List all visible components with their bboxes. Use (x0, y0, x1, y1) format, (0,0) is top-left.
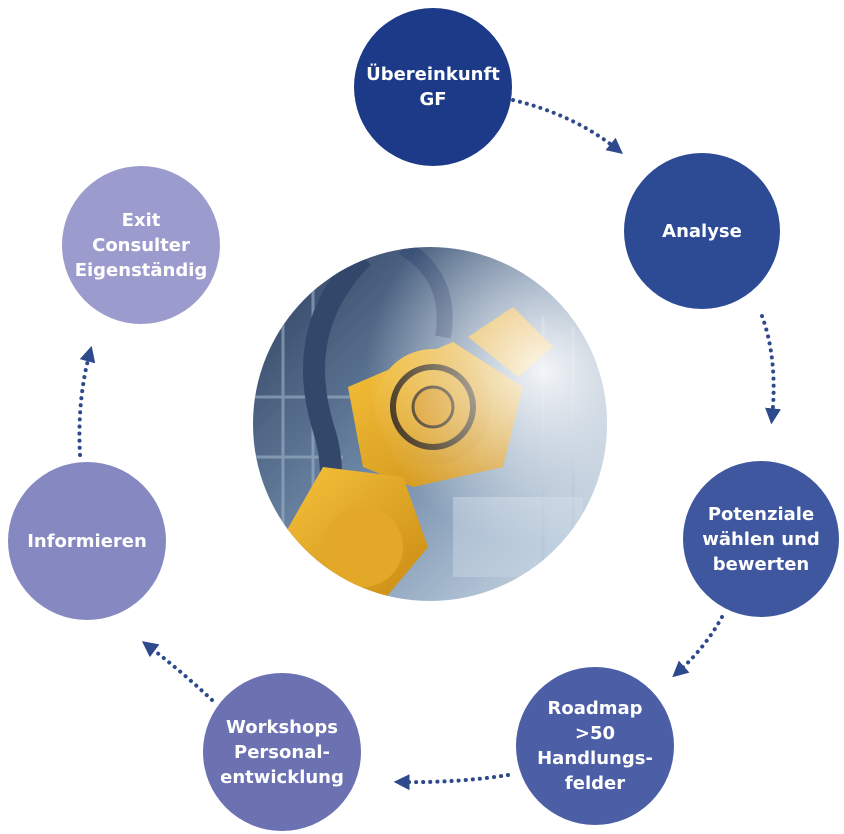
step-roadmap-handlungsfelder: Roadmap >50 Handlungs- felder (516, 667, 674, 825)
step-workshops-personalentwicklung: Workshops Personal- entwicklung (203, 673, 361, 831)
step-label: Übereinkunft GF (366, 64, 500, 110)
arrow-6-to-7 (77, 345, 96, 457)
step-potenziale-waehlen-bewerten: Potenziale wählen und bewerten (683, 461, 839, 617)
arrow-1-to-2 (511, 98, 623, 155)
step-label: Analyse (662, 220, 742, 242)
step-uebereinkunft-gf: Übereinkunft GF (354, 8, 512, 166)
arrow-4-to-5 (393, 773, 510, 791)
arrow-2-to-3 (760, 314, 781, 425)
step-analyse: Analyse (624, 153, 780, 309)
step-label: Exit Consulter Eigenständig (74, 209, 208, 281)
step-label: Potenziale wählen und bewerten (702, 503, 820, 575)
step-label: Roadmap >50 Handlungs- felder (537, 698, 653, 794)
arrow-3-to-4 (672, 615, 724, 678)
step-label: Workshops Personal- entwicklung (220, 716, 344, 788)
step-exit-consulter-eigenstaendig: Exit Consulter Eigenständig (62, 166, 220, 324)
center-robot-image (253, 247, 607, 601)
industrial-robot-arm-icon (253, 247, 607, 601)
arrow-5-to-6 (141, 641, 214, 702)
step-informieren: Informieren (8, 462, 166, 620)
step-label: Informieren (27, 530, 147, 552)
